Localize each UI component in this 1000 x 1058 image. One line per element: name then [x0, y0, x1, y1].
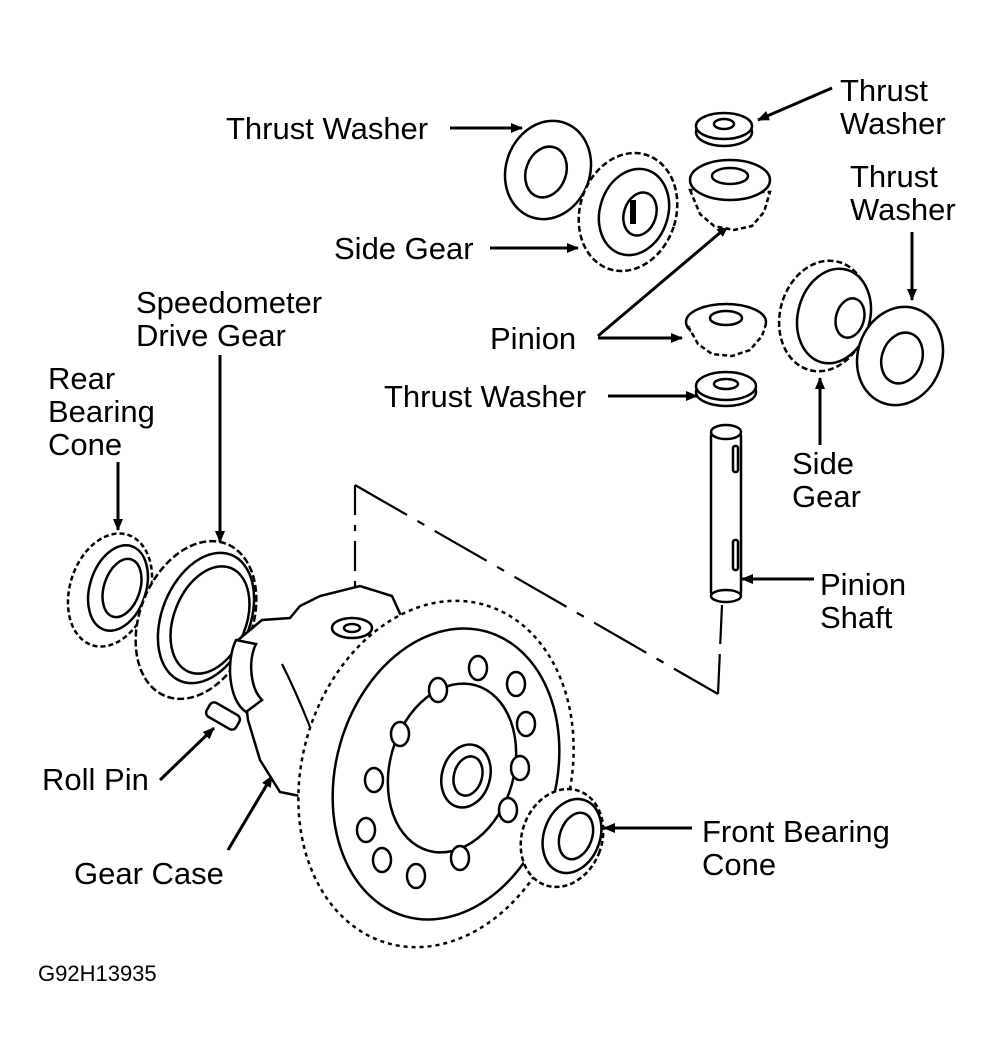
thrust-washer-small-top — [694, 111, 754, 148]
label-thrust-washer-mid: Thrust Washer — [384, 379, 587, 414]
leader-lines — [113, 86, 917, 851]
label-thrust-washer-top-right-line1: Thrust — [840, 73, 928, 108]
label-gear-case: Gear Case — [74, 856, 224, 891]
rear-bearing-cone — [66, 532, 154, 648]
pinion-upper — [688, 158, 772, 232]
pinion-shaft — [709, 423, 743, 604]
side-gear-upper — [577, 151, 679, 273]
label-thrust-washer-right-line2: Washer — [850, 192, 956, 227]
label-side-gear-left: Side Gear — [334, 231, 474, 266]
leader-thrust-washer-top-right — [757, 86, 833, 122]
label-roll-pin: Roll Pin — [42, 762, 149, 797]
figure-code: G92H13935 — [38, 961, 157, 986]
pinion-lower — [684, 302, 768, 358]
label-pinion: Pinion — [490, 321, 577, 356]
label-thrust-washer-top-left: Thrust Washer — [226, 111, 429, 146]
label-speedometer-line1: Speedometer — [136, 285, 323, 320]
ring-gear-bolt-holes — [355, 654, 537, 890]
thrust-washer-small-mid — [694, 370, 758, 408]
assembly-centerline — [353, 484, 724, 695]
label-rear-bearing-line3: Cone — [48, 427, 123, 462]
label-rear-bearing-line2: Bearing — [48, 394, 155, 429]
speedometer-drive-gear — [134, 539, 258, 701]
roll-pin — [204, 701, 242, 731]
label-rear-bearing-line1: Rear — [48, 361, 116, 396]
label-front-bearing-line1: Front Bearing — [702, 814, 890, 849]
leader-pinion-upper — [597, 224, 729, 338]
label-pinion-shaft-line1: Pinion — [820, 567, 907, 602]
label-side-gear-right-line1: Side — [792, 446, 855, 481]
label-side-gear-right-line2: Gear — [792, 479, 861, 514]
label-front-bearing-line2: Cone — [702, 847, 777, 882]
label-thrust-washer-top-right-line2: Washer — [840, 106, 946, 141]
label-speedometer-line2: Drive Gear — [136, 318, 286, 353]
leader-gear-case — [226, 775, 274, 851]
label-pinion-shaft-line2: Shaft — [820, 600, 893, 635]
label-thrust-washer-right-line1: Thrust — [850, 159, 938, 194]
leader-roll-pin — [158, 726, 216, 782]
thrust-washer-large-right — [855, 305, 945, 407]
front-bearing-cone — [519, 787, 605, 889]
ring-gear — [297, 599, 575, 949]
